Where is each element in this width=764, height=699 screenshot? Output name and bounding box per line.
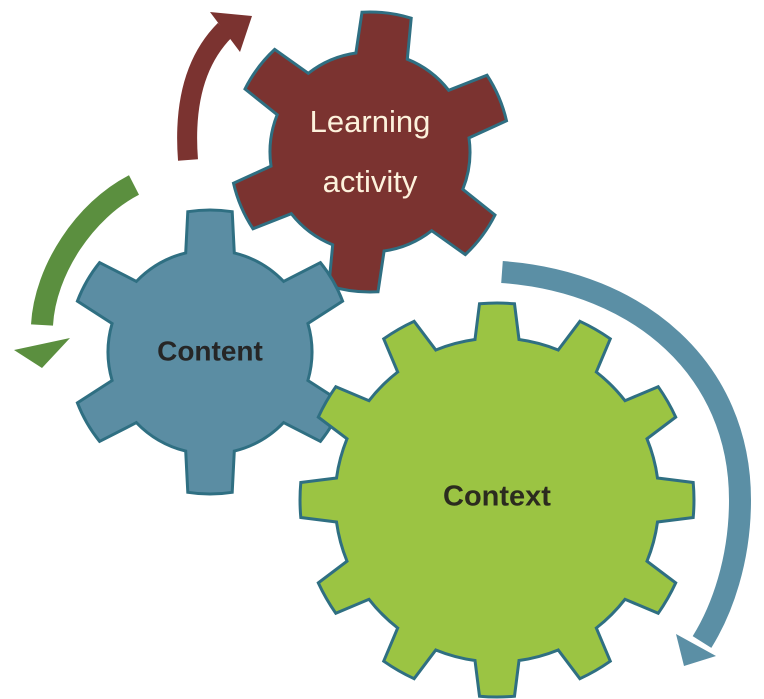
learning-activity-label-line1: Learning <box>310 104 431 139</box>
top-curved-arrow-head <box>210 12 252 52</box>
learning-activity-gear: Learning activity <box>231 10 509 294</box>
learning-activity-gear-shape <box>231 10 509 294</box>
right-curved-arrow-body <box>501 261 752 648</box>
left-curved-arrow-head <box>14 338 70 368</box>
context-gear-shape <box>298 301 696 699</box>
context-gear: Context <box>298 301 696 699</box>
content-gear-shape <box>75 208 345 496</box>
learning-activity-label-line2: activity <box>323 164 418 199</box>
content-label: Content <box>157 335 263 366</box>
context-label: Context <box>443 481 551 513</box>
left-curved-arrow-body <box>31 175 140 326</box>
content-gear: Content <box>75 208 345 496</box>
arrows-layer <box>14 12 752 666</box>
top-curved-arrow-body <box>177 22 233 161</box>
right-curved-arrow-head <box>676 634 716 666</box>
